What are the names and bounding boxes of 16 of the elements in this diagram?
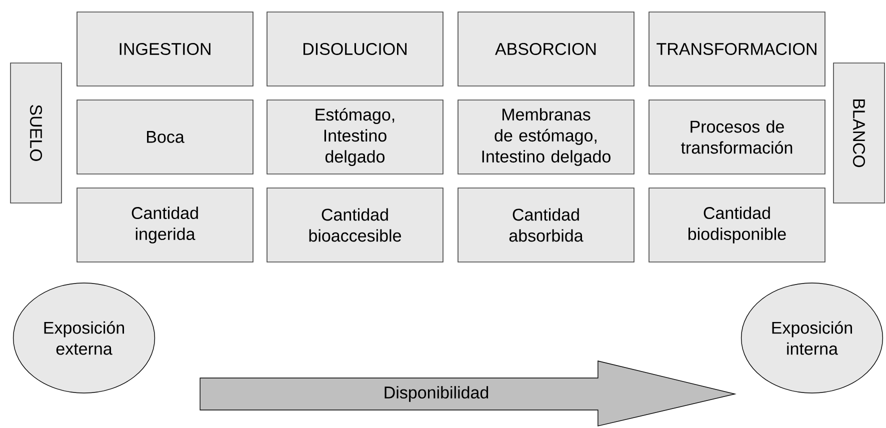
organ-box: Procesos de transformación bbox=[648, 100, 826, 174]
block-arrow bbox=[200, 360, 736, 426]
amount-box: Cantidad absorbida bbox=[458, 188, 634, 262]
organ-box: Estómago, Intestino delgado bbox=[266, 100, 444, 174]
stage-box: DISOLUCION bbox=[266, 12, 444, 86]
edge-label: Disponibilidad bbox=[382, 385, 490, 403]
amount-box: Cantidad biodisponible bbox=[648, 188, 826, 262]
stage-box: TRANSFORMACION bbox=[648, 12, 826, 86]
amount-box: Cantidad bioaccesible bbox=[266, 188, 444, 262]
side-box: SUELO bbox=[10, 62, 62, 204]
stage-box: INGESTION bbox=[76, 12, 254, 86]
side-box: BLANCO bbox=[833, 62, 885, 204]
organ-box: Boca bbox=[76, 100, 254, 174]
amount-box: Cantidad ingerida bbox=[76, 188, 254, 262]
organ-box: Membranas de estómago, Intestino delgado bbox=[458, 100, 634, 174]
stage-box: ABSORCION bbox=[458, 12, 634, 86]
